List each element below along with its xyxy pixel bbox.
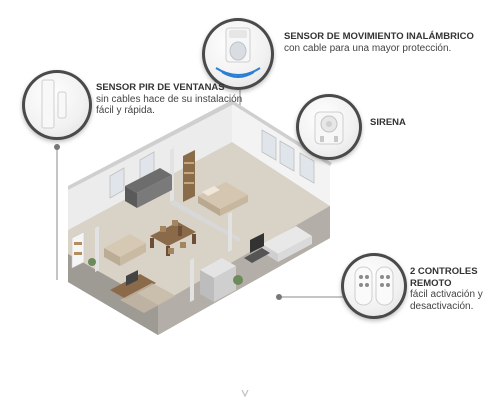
window-sensor-icon (41, 79, 67, 129)
motion-sensor-label: SENSOR DE MOVIMIENTO INALÁMBRICO con cab… (284, 31, 484, 54)
window-sensor-circle (22, 70, 92, 140)
motion-sensor-description: con cable para una mayor protección. (284, 42, 452, 54)
siren-label: SIRENA (370, 117, 470, 129)
remote-control-description: fácil activación y desactivación. (410, 289, 483, 312)
remote-control-circle (341, 253, 407, 319)
motion-sensor-circle (202, 18, 274, 90)
remote-control-title: 2 CONTROLES REMOTO (410, 266, 478, 289)
remote-control-label: 2 CONTROLES REMOTO fácil activación y de… (410, 266, 498, 312)
window-sensor-title: SENSOR PIR DE VENTANAS (96, 82, 225, 93)
remote-control-icon (354, 266, 394, 306)
siren-circle (296, 94, 362, 160)
siren-icon (314, 111, 344, 145)
siren-title: SIRENA (370, 117, 406, 128)
motion-sensor-icon (215, 27, 261, 78)
window-sensor-description: sin cables hace de su instalación fácil … (96, 93, 243, 117)
window-sensor-label: SENSOR PIR DE VENTANAS sin cables hace d… (96, 82, 246, 117)
motion-sensor-title: SENSOR DE MOVIMIENTO INALÁMBRICO (284, 31, 474, 42)
